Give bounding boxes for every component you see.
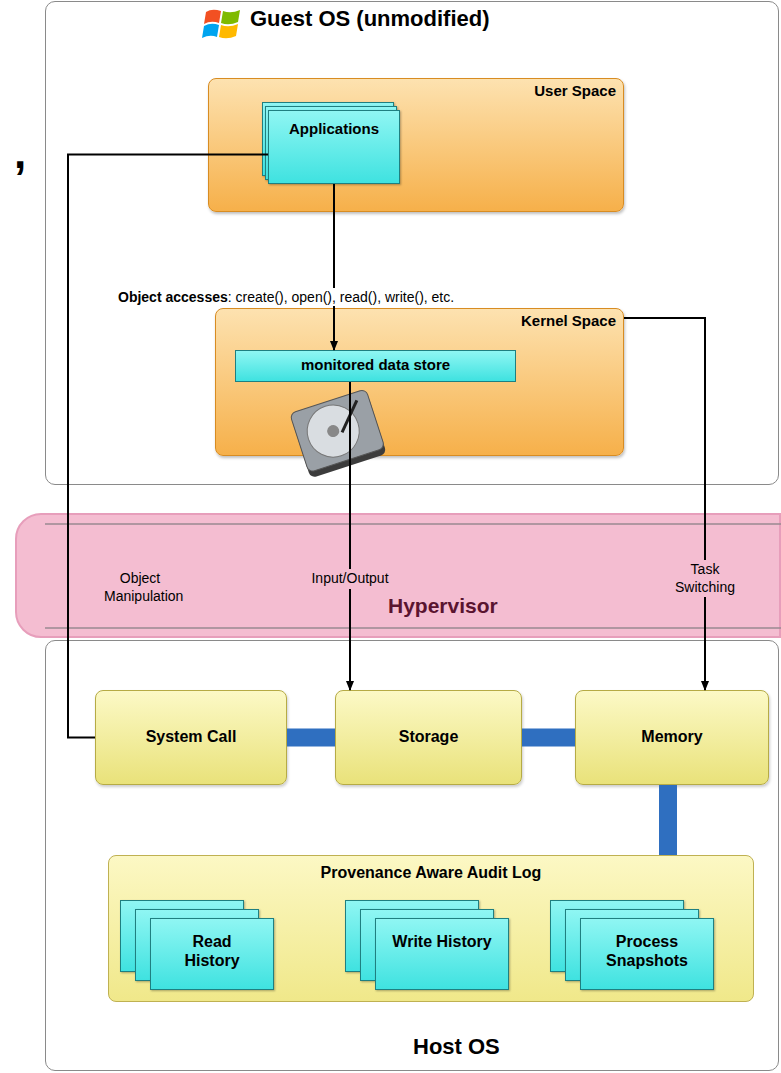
audit-log-box: Provenance Aware Audit LogRead History Wr… (108, 855, 754, 1002)
stray-mark: , (14, 128, 26, 178)
guest-os-panel: Guest OS (unmodified) User SpaceApplicati… (45, 1, 779, 485)
storage-box: Storage (335, 690, 522, 785)
node-heading: Read History (150, 932, 274, 970)
note-text: : create(), open(), read(), write(), etc… (228, 289, 454, 305)
edge-label: Input/Output (309, 569, 390, 589)
node-heading: Applications (268, 120, 400, 138)
node-heading: Provenance Aware Audit Log (108, 863, 754, 882)
node-heading: Guest OS (unmodified) (250, 6, 490, 32)
write-history-card: Write History (375, 918, 509, 990)
logo-yellow (219, 24, 238, 38)
node-heading: System Call (95, 727, 287, 746)
data-store-box: monitored data store (235, 350, 516, 382)
node-heading: User Space (208, 82, 624, 100)
thick-link (659, 785, 677, 855)
memory-box: Memory (575, 690, 769, 785)
stray-comma: , (14, 128, 26, 177)
thick-link (522, 729, 575, 747)
logo-red (204, 10, 221, 24)
applications-box: Applications (268, 110, 400, 184)
node-heading: Host OS (413, 1034, 500, 1060)
thick-link (287, 729, 335, 747)
edge-label: Object Manipulation (102, 569, 178, 606)
note-bold: Object accesses (118, 289, 228, 305)
logo-green (221, 10, 240, 24)
read-history-card: Read History (150, 918, 274, 990)
node-heading: Hypervisor (388, 593, 498, 618)
disk-top (290, 389, 385, 473)
write-history-card-fill (375, 918, 509, 990)
node-heading: Storage (335, 727, 522, 746)
node-heading: Memory (575, 727, 769, 746)
process-snapshots-card: Process Snapshots (580, 918, 714, 990)
object-access-note: Object accesses: create(), open(), read(… (116, 288, 456, 306)
edge-label: Task Switching (664, 560, 746, 597)
logo-blue (202, 24, 219, 38)
node-heading: Process Snapshots (580, 932, 714, 970)
connector (68, 154, 268, 737)
connector (333, 184, 335, 350)
disk-platter (300, 398, 366, 464)
kernel-space-box-fill (215, 308, 624, 456)
disk-spindle (326, 424, 341, 439)
node-heading: Kernel Space (215, 312, 624, 330)
node-heading: Write History (375, 932, 509, 951)
node-heading: monitored data store (235, 356, 516, 374)
host-os-panel: Host OS System Call Storage MemoryProvenanc… (45, 640, 779, 1071)
user-space-box: User SpaceApplications (208, 78, 624, 212)
connector (349, 382, 351, 690)
band-line (45, 627, 781, 629)
system-call-box: System Call (95, 690, 287, 785)
band-line (45, 523, 781, 525)
connector (624, 318, 705, 690)
hard-disk (290, 389, 387, 478)
kernel-space-box: Kernel Space monitored data store (215, 308, 624, 456)
windows-logo (202, 10, 240, 39)
